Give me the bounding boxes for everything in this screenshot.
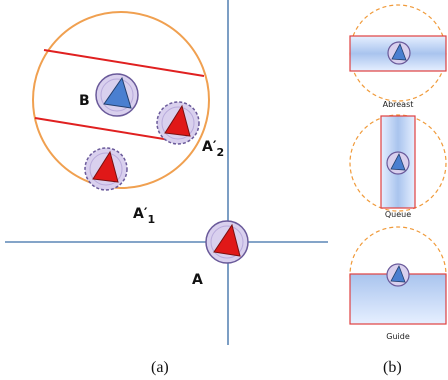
- robot-icon: [386, 263, 410, 287]
- boundary-line-upper: [43, 49, 205, 77]
- label-guide: Guide: [386, 332, 410, 341]
- label-a-prime-1-main: A′: [133, 206, 148, 222]
- formation-abreast: Abreast: [349, 4, 447, 109]
- formation-queue: Queue: [349, 114, 447, 219]
- panel-b: Abreast Queue Guide (b): [349, 4, 447, 376]
- caption-a: (a): [151, 359, 169, 376]
- label-b: B: [79, 93, 90, 109]
- robot-icon: [386, 151, 410, 175]
- robot-a-prime-1: [84, 147, 128, 191]
- blue-triangle-icon: [103, 76, 132, 109]
- boundary-line-lower: [34, 117, 171, 141]
- red-triangle-icon: [164, 104, 191, 137]
- panel-a: B A A′2 A′1 (a): [5, 0, 328, 376]
- label-a-prime-1: A′1: [133, 206, 155, 226]
- robot-a: [205, 220, 249, 264]
- red-triangle-icon: [213, 223, 241, 257]
- robot-a-prime-2: [156, 101, 200, 145]
- label-a-prime-2-sub: 2: [217, 146, 225, 159]
- label-abreast: Abreast: [383, 100, 414, 109]
- sensing-range-circle: [32, 11, 210, 189]
- robot-b: [95, 73, 139, 117]
- robot-icon: [387, 41, 411, 65]
- formation-guide: Guide: [349, 226, 447, 341]
- red-triangle-icon: [92, 150, 119, 183]
- caption-b: (b): [383, 359, 402, 376]
- label-a: A: [192, 272, 203, 288]
- label-a-prime-2-main: A′: [202, 139, 217, 155]
- label-a-prime-2: A′2: [202, 139, 224, 159]
- label-queue: Queue: [385, 210, 411, 219]
- label-a-prime-1-sub: 1: [148, 213, 156, 226]
